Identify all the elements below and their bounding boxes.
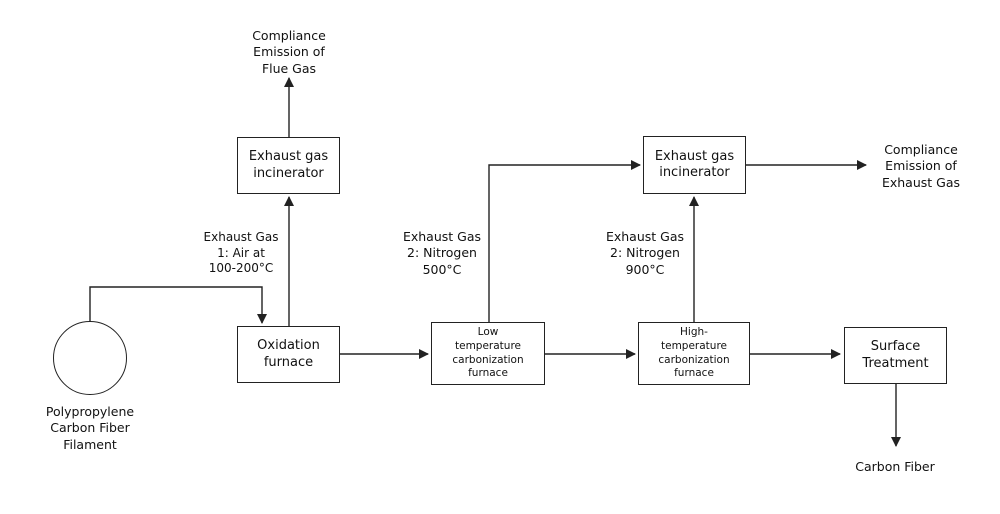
- exhaust-incinerator-1-box: Exhaust gas incinerator: [237, 137, 340, 194]
- exhaust-gas-emission-label: Compliance Emission of Exhaust Gas: [881, 142, 961, 190]
- flue-gas-emission-label: Compliance Emission of Flue Gas: [252, 28, 326, 76]
- exhaust-gas-2-high-label: Exhaust Gas 2: Nitrogen 900°C: [605, 229, 685, 277]
- oxidation-furnace-box: Oxidation furnace: [237, 326, 340, 383]
- low-temp-carbonization-box: Low temperature carbonization furnace: [431, 322, 545, 385]
- exhaust-gas-2-low-label: Exhaust Gas 2: Nitrogen 500°C: [402, 229, 482, 277]
- arrow-low-temp-to-incinerator-2: [488, 160, 641, 322]
- exhaust-gas-1-label: Exhaust Gas 1: Air at 100-200°C: [203, 230, 279, 276]
- exhaust-incinerator-2-box: Exhaust gas incinerator: [643, 136, 746, 194]
- filament-label: Polypropylene Carbon Fiber Filament: [45, 404, 135, 452]
- filament-circle: [53, 321, 127, 395]
- carbon-fiber-label: Carbon Fiber: [855, 459, 935, 474]
- surface-treatment-box: Surface Treatment: [844, 327, 947, 384]
- high-temp-carbonization-box: High- temperature carbonization furnace: [638, 322, 750, 385]
- arrow-filament-to-oxidation: [89, 286, 267, 324]
